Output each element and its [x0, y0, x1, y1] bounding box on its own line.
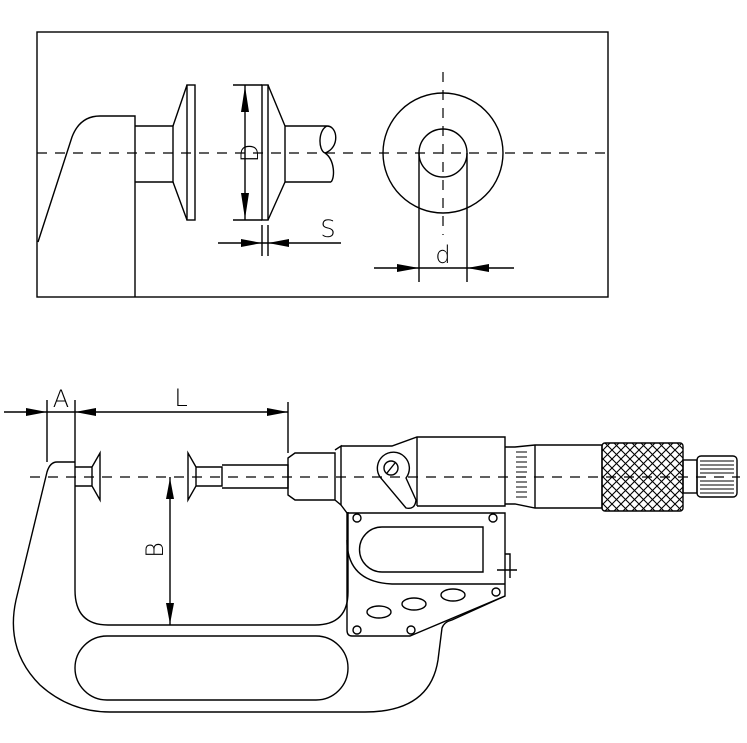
arrow-icon	[241, 239, 262, 247]
frame-outer	[12, 461, 506, 713]
button-oval-2[interactable]	[401, 597, 427, 611]
plate-screws	[352, 513, 501, 635]
function-buttons[interactable]	[366, 588, 466, 619]
arrow-icon	[166, 478, 174, 499]
knurled-thimble[interactable]	[601, 442, 684, 512]
arrow-icon	[397, 264, 419, 272]
arrow-icon	[26, 408, 47, 416]
arrow-icon	[166, 603, 174, 624]
arrow-icon	[268, 239, 289, 247]
anvil	[75, 450, 101, 503]
arrow-icon	[467, 264, 489, 272]
arrow-icon	[267, 408, 288, 416]
label-L: L	[174, 384, 187, 412]
lock-screw-icon	[383, 460, 399, 476]
anvil-cone	[172, 84, 188, 221]
frame-cutout	[74, 635, 349, 701]
detail-view: D S d	[36, 31, 609, 298]
spindle-nut	[287, 444, 342, 507]
spindle-face	[261, 84, 269, 221]
body-head	[340, 436, 506, 514]
detail-frame	[36, 31, 609, 298]
anvil-stem	[135, 125, 174, 183]
arrow-icon	[241, 86, 249, 112]
label-D: D	[236, 144, 264, 162]
display-plate	[346, 512, 506, 637]
plate-contour	[346, 539, 505, 585]
label-d: d	[435, 241, 450, 269]
face-circle	[382, 92, 504, 214]
screw-slot	[386, 462, 396, 474]
anvil-face	[186, 84, 196, 221]
frame-arm	[37, 115, 136, 297]
lcd-window	[358, 526, 484, 573]
graduation-marks	[516, 451, 527, 498]
button-oval-3[interactable]	[440, 588, 466, 602]
spindle-shaft	[285, 125, 337, 183]
a-l-dimension-lines	[4, 400, 289, 462]
lock-lever[interactable]	[376, 451, 417, 510]
button-oval-1[interactable]	[366, 605, 392, 619]
spindle-cone	[267, 84, 286, 221]
frame-inner	[74, 462, 349, 626]
label-S: S	[320, 215, 335, 243]
side-button[interactable]	[497, 553, 517, 578]
arrow-icon	[75, 408, 96, 416]
micrometer-view: A L B	[4, 384, 740, 713]
label-B: B	[141, 542, 169, 558]
arrow-icon	[241, 193, 249, 219]
lock-lever-body[interactable]	[376, 451, 417, 510]
ratchet-knob[interactable]	[696, 455, 738, 498]
label-A: A	[53, 385, 69, 413]
